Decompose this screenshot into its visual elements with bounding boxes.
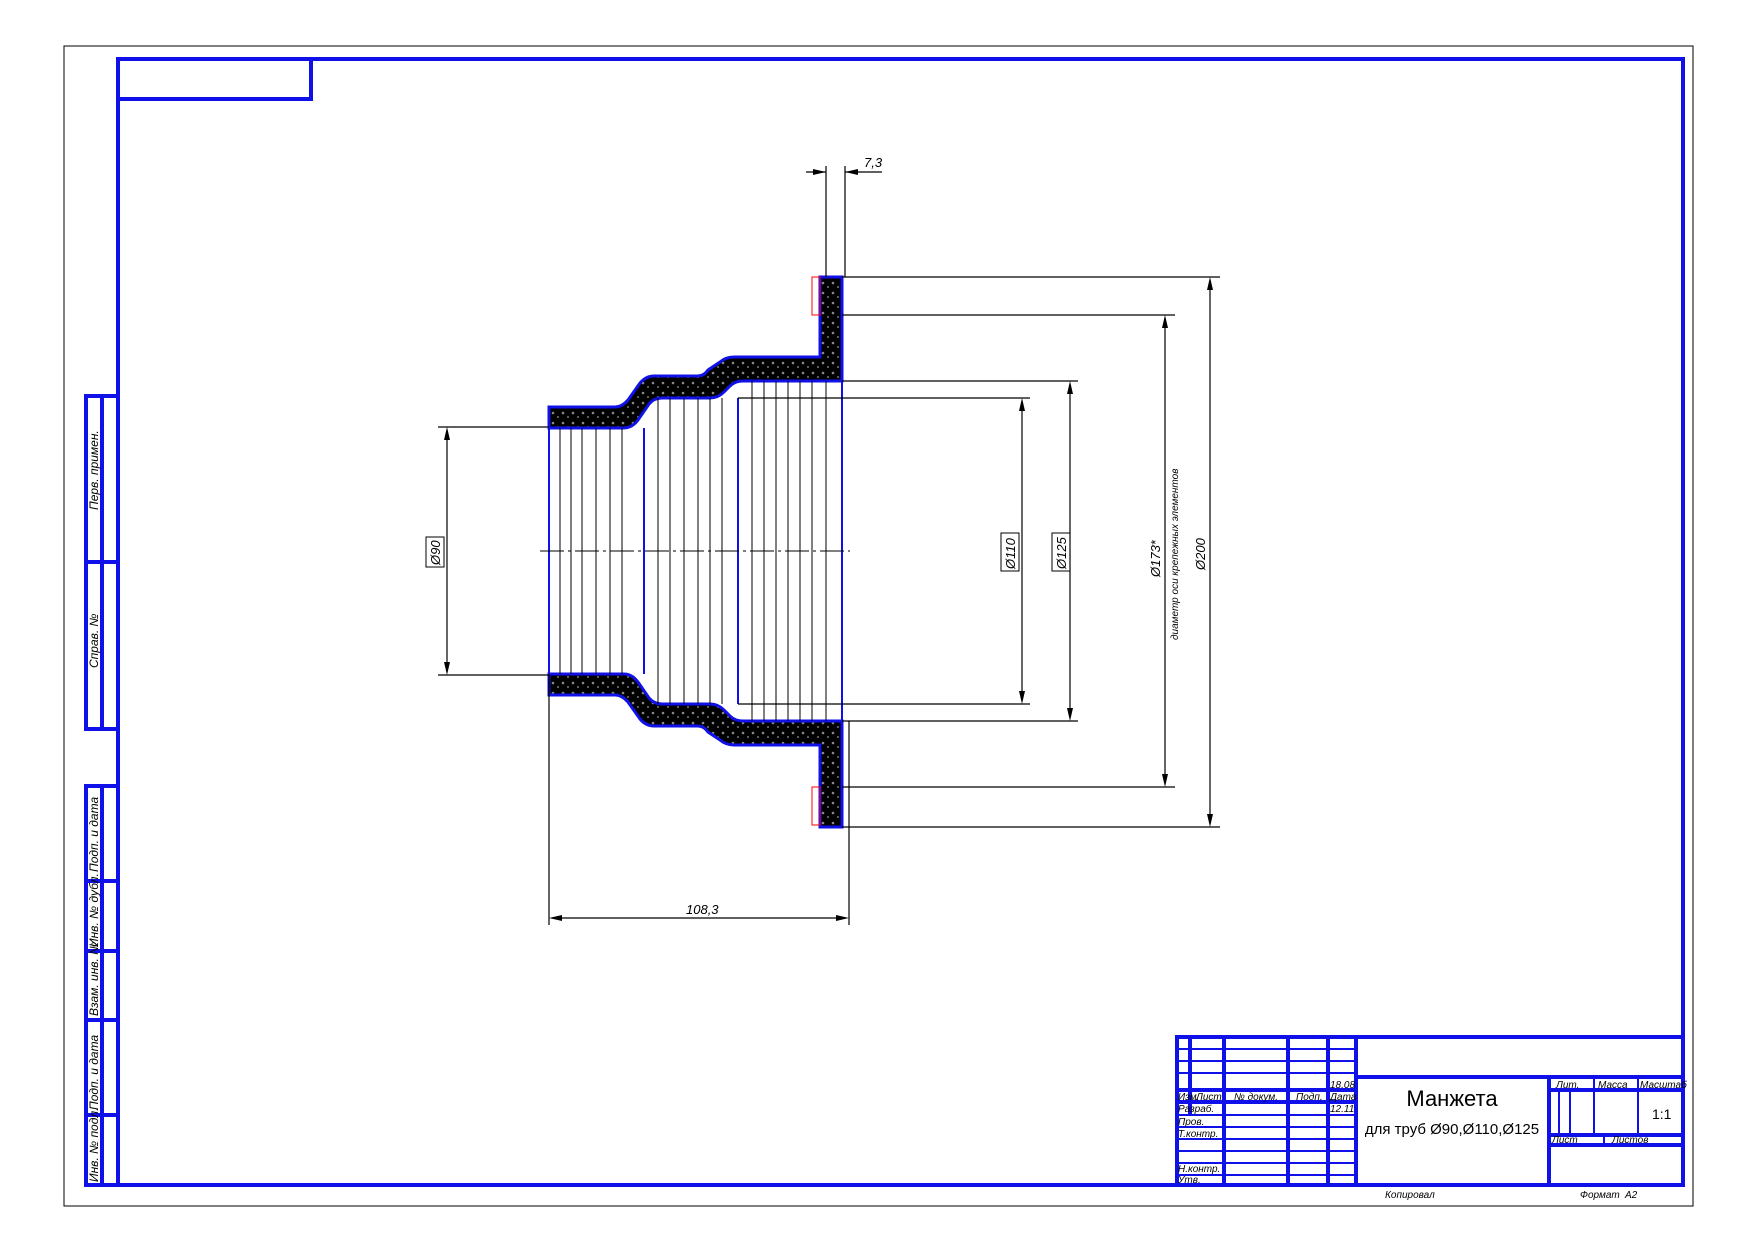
tb-col-sign: Подп. xyxy=(1296,1092,1323,1103)
side-sprav: Справ. № xyxy=(87,613,101,668)
dim-d90: Ø90 xyxy=(428,540,443,566)
side-podp-data-1: Подп. и дата xyxy=(87,797,101,872)
tb-date-2: 12.11 xyxy=(1330,1104,1354,1115)
side-vzam-inv: Взам. инв. № xyxy=(87,942,101,1016)
fastener-mark-top xyxy=(811,276,821,316)
part-title: Манжета xyxy=(1406,1086,1498,1111)
tb-list: Лист xyxy=(1551,1135,1578,1146)
tb-row-utv: Утв. xyxy=(1177,1175,1201,1186)
copied-label: Копировал xyxy=(1385,1190,1435,1201)
tb-listov: Листов xyxy=(1611,1135,1648,1146)
dim-d110: Ø110 xyxy=(1003,537,1018,570)
dim-length: 108,3 xyxy=(686,902,719,917)
tb-row-razrab: Разраб. xyxy=(1178,1103,1214,1115)
fastener-mark-bottom xyxy=(811,786,821,826)
tb-row-nkontr: Н.контр. xyxy=(1178,1164,1220,1175)
tb-col-date: Дата xyxy=(1329,1092,1357,1103)
side-inv-dubl: Инв. № дубл. xyxy=(87,873,101,947)
cuff-section-lower xyxy=(547,672,844,829)
tb-date-1: 18.08 xyxy=(1330,1080,1355,1091)
side-perv-primen: Перв. примен. xyxy=(87,430,101,510)
tb-lit: Лит. xyxy=(1555,1080,1579,1091)
drawing-frame xyxy=(116,57,1685,1187)
part-subtitle: для труб Ø90,Ø110,Ø125 xyxy=(1365,1121,1539,1138)
side-inv-podl: Инв. № подл. xyxy=(87,1108,101,1182)
dimensions: Ø90 Ø110 Ø125 Ø173* диаметр оси крепежны… xyxy=(425,155,1220,925)
dim-d173: Ø173* xyxy=(1148,539,1163,578)
tb-col-doc: № докум. xyxy=(1234,1092,1278,1103)
dim-flange: 7,3 xyxy=(864,155,883,170)
dim-d125: Ø125 xyxy=(1054,536,1069,570)
dim-d173-note: диаметр оси крепежных элементов xyxy=(1170,469,1181,640)
side-stamp: Перв. примен. Справ. № Подп. и дата Инв.… xyxy=(84,394,120,1187)
top-left-box xyxy=(116,57,313,101)
tb-col-izm: Изм. xyxy=(1178,1092,1199,1103)
cuff-drawing xyxy=(540,275,850,829)
format-label: Формат xyxy=(1580,1190,1620,1201)
tb-masshtab: Масштаб xyxy=(1640,1079,1687,1091)
title-block: Изм. Лист № докум. Подп. Дата 18.08 12.1… xyxy=(1175,1035,1687,1187)
cuff-section-upper xyxy=(547,275,844,430)
side-podp-data-2: Подп. и дата xyxy=(87,1035,101,1110)
dim-d200: Ø200 xyxy=(1193,537,1208,571)
tb-row-tkontr: Т.контр. xyxy=(1178,1129,1218,1140)
tb-scale-value: 1:1 xyxy=(1652,1106,1672,1122)
tb-row-prov: Пров. xyxy=(1178,1117,1204,1128)
tb-col-list: Лист xyxy=(1195,1092,1222,1103)
sheet-trim xyxy=(63,45,1694,1207)
tb-massa: Масса xyxy=(1598,1080,1628,1091)
format-value: A2 xyxy=(1624,1190,1638,1201)
